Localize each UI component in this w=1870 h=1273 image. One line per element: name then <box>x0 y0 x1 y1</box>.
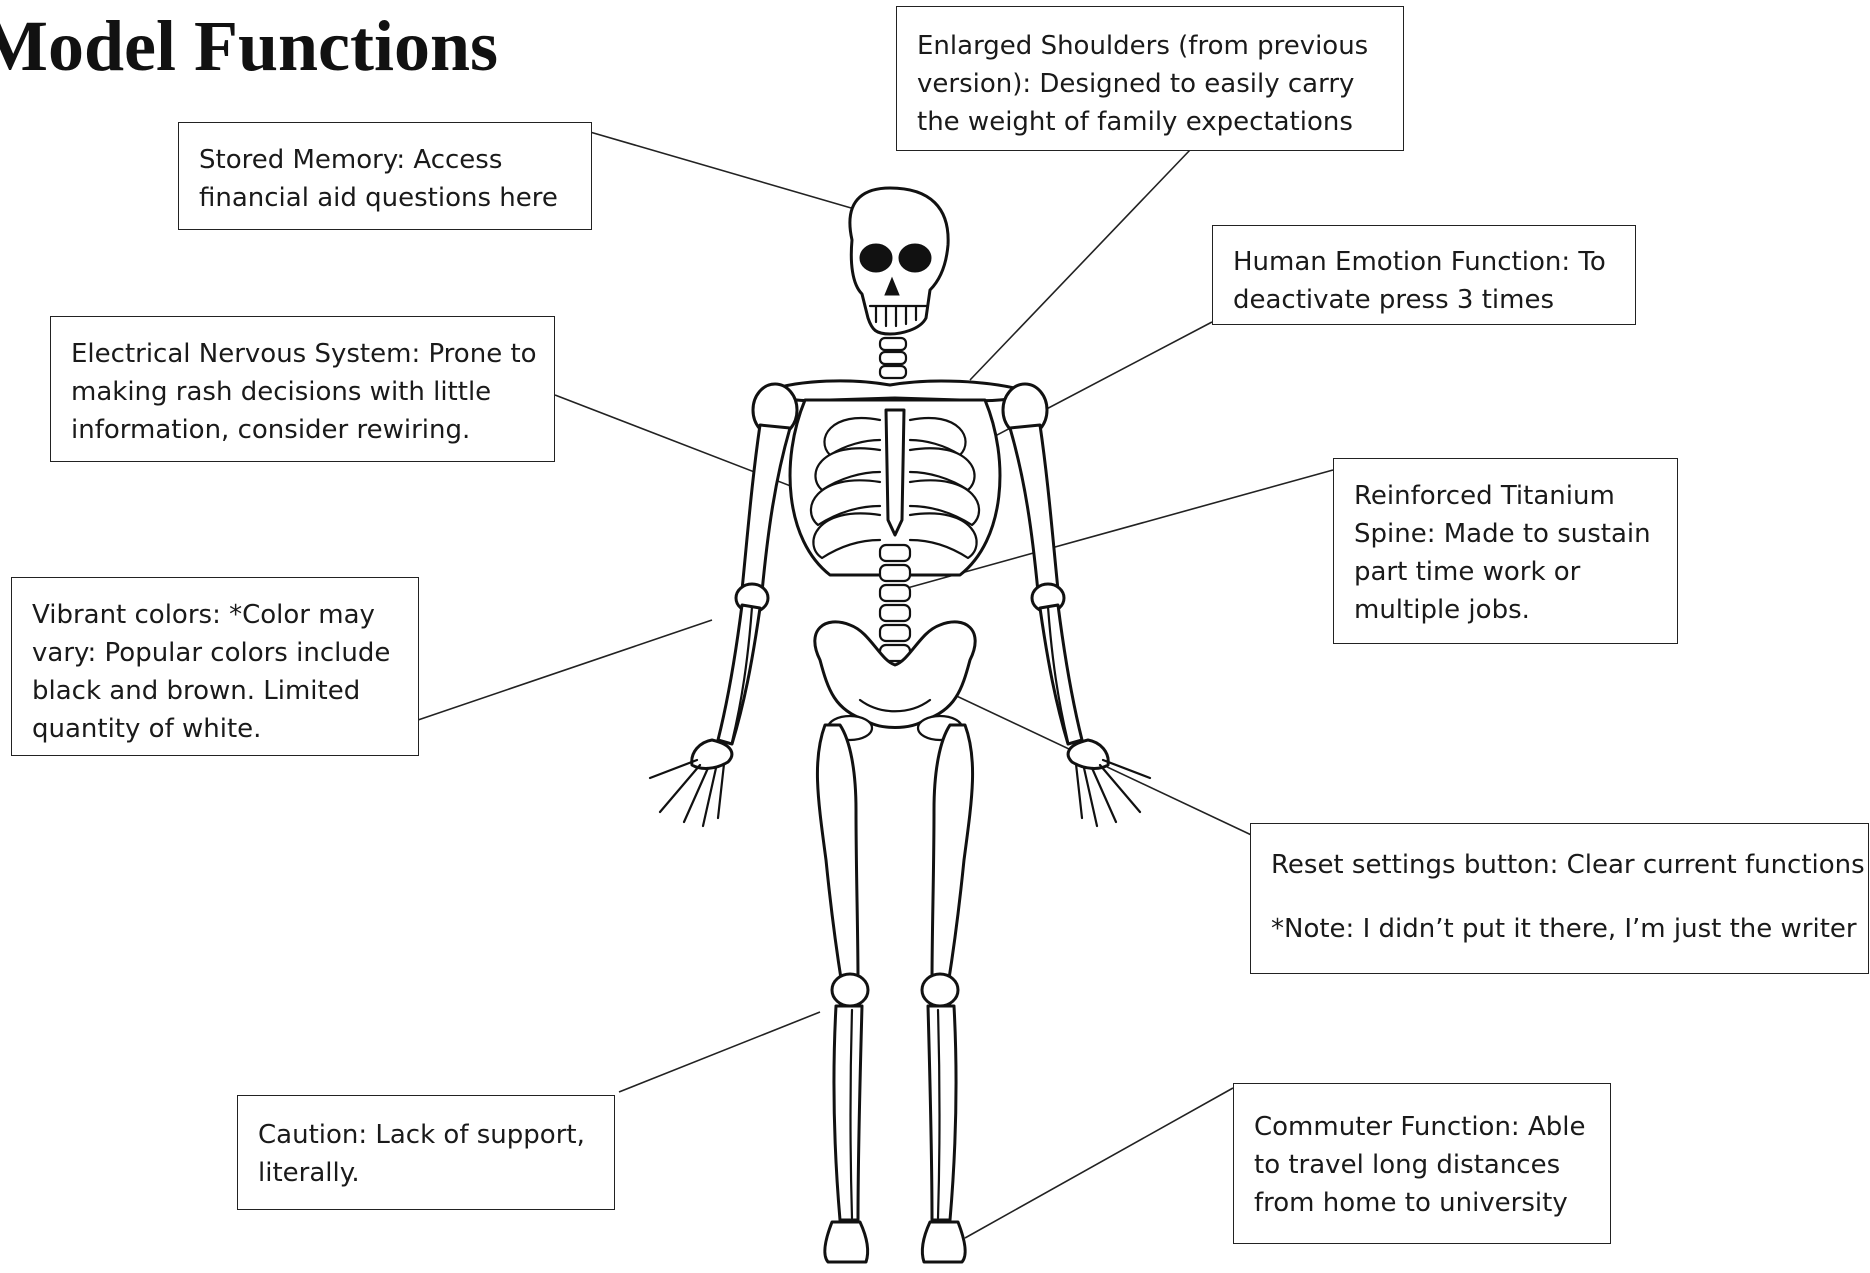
callout-line: to travel long distances <box>1254 1146 1590 1184</box>
callout-vibrant-colors: Vibrant colors: *Color may vary: Popular… <box>11 577 419 756</box>
callout-line: deactivate press 3 times <box>1233 281 1615 319</box>
callout-commuter: Commuter Function: Able to travel long d… <box>1233 1083 1611 1244</box>
leader-caution <box>619 1012 820 1092</box>
callout-line: *Note: I didn’t put it there, I’m just t… <box>1271 910 1848 948</box>
left-arm <box>650 425 790 826</box>
callout-caution: Caution: Lack of support, literally. <box>237 1095 615 1210</box>
callout-line: quantity of white. <box>32 710 398 748</box>
callout-line: information, consider rewiring. <box>71 411 534 449</box>
sternum <box>886 410 904 535</box>
callout-line: literally. <box>258 1154 594 1192</box>
callout-line: black and brown. Limited <box>32 672 398 710</box>
callout-line: from home to university <box>1254 1184 1590 1222</box>
callout-reset-settings: Reset settings button: Clear current fun… <box>1250 823 1869 974</box>
leader-vibrant-colors <box>418 620 712 720</box>
leader-stored-memory <box>590 132 858 210</box>
callout-line: Enlarged Shoulders (from previous <box>917 27 1383 65</box>
callout-line: Human Emotion Function: To <box>1233 243 1615 281</box>
callout-line: version): Designed to easily carry <box>917 65 1383 103</box>
callout-nervous-system: Electrical Nervous System: Prone to maki… <box>50 316 555 462</box>
callout-line: Vibrant colors: *Color may <box>32 596 398 634</box>
leader-commuter <box>965 1088 1233 1238</box>
callout-titanium-spine: Reinforced Titanium Spine: Made to susta… <box>1333 458 1678 644</box>
cervical-spine <box>880 338 906 378</box>
callout-line: vary: Popular colors include <box>32 634 398 672</box>
skull <box>850 188 948 334</box>
callout-line: Reset settings button: Clear current fun… <box>1271 846 1848 884</box>
callout-line: financial aid questions here <box>199 179 571 217</box>
right-leg <box>922 725 973 1262</box>
callout-line: Electrical Nervous System: Prone to <box>71 335 534 373</box>
callout-line: multiple jobs. <box>1354 591 1657 629</box>
callout-line: Commuter Function: Able <box>1254 1108 1590 1146</box>
callout-line: making rash decisions with little <box>71 373 534 411</box>
callout-human-emotion: Human Emotion Function: To deactivate pr… <box>1212 225 1636 325</box>
callout-stored-memory: Stored Memory: Access financial aid ques… <box>178 122 592 230</box>
right-arm <box>1010 425 1150 826</box>
callout-line: Spine: Made to sustain <box>1354 515 1657 553</box>
callout-enlarged-shoulders: Enlarged Shoulders (from previous versio… <box>896 6 1404 151</box>
leader-enlarged-shoulders <box>970 150 1190 380</box>
callout-line: Reinforced Titanium <box>1354 477 1657 515</box>
page-title: Model Functions <box>0 6 498 86</box>
callout-line: the weight of family expectations <box>917 103 1383 141</box>
callout-line: Caution: Lack of support, <box>258 1116 594 1154</box>
callout-line: Stored Memory: Access <box>199 141 571 179</box>
callout-line: part time work or <box>1354 553 1657 591</box>
left-leg <box>817 725 868 1262</box>
